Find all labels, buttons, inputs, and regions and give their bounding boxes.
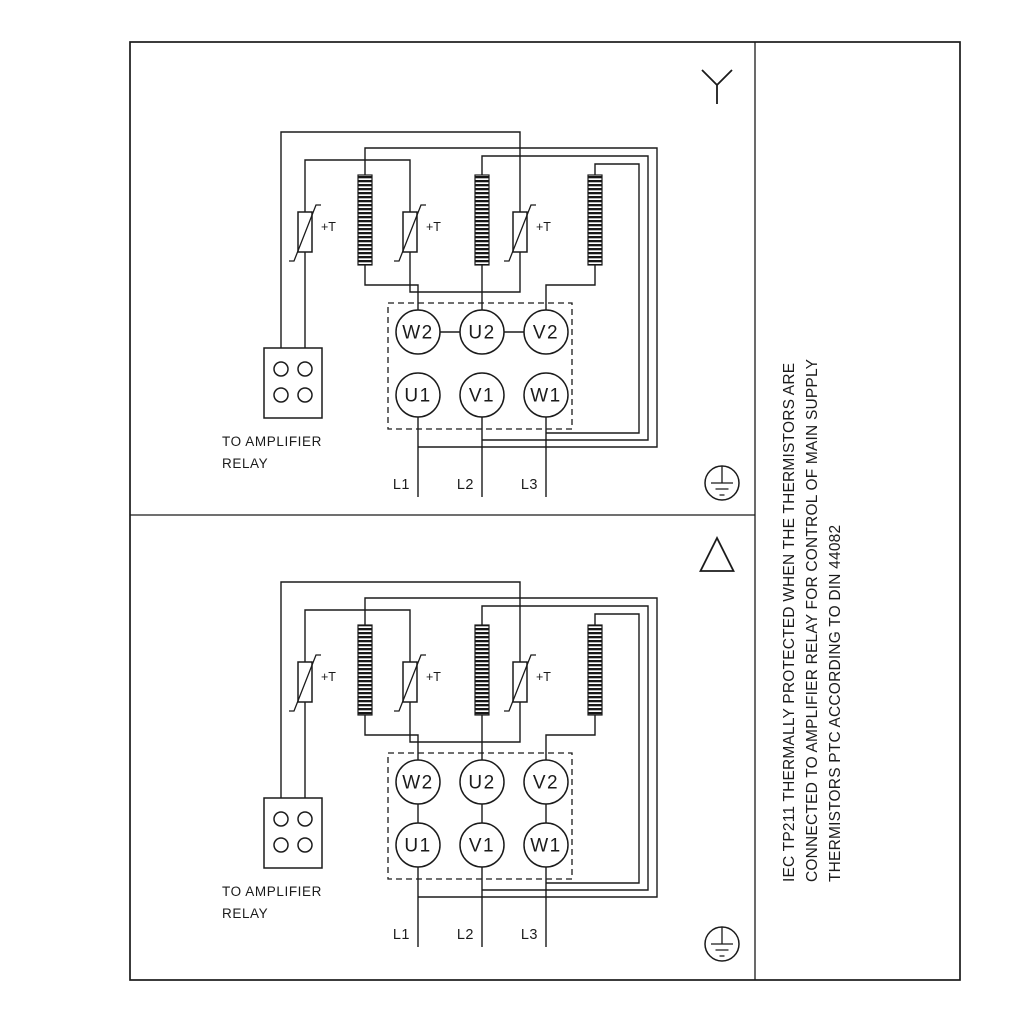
terminal-circle bbox=[395, 372, 441, 418]
thermistor-symbol: +T bbox=[504, 654, 551, 712]
terminal-circle bbox=[459, 759, 505, 805]
phase-label: L2 bbox=[457, 477, 474, 493]
side-note-line1: IEC TP211 THERMALLY PROTECTED WHEN THE T… bbox=[781, 363, 798, 882]
ground-icon bbox=[704, 926, 740, 962]
motor-winding-symbol bbox=[357, 174, 373, 266]
supply-lead-wiring bbox=[417, 867, 547, 947]
terminal-label: U1 bbox=[404, 386, 431, 407]
relay-terminal-circle bbox=[297, 811, 313, 827]
thermistor-label: +T bbox=[536, 670, 551, 684]
side-note-line2: CONNECTED TO AMPLIFIER RELAY FOR CONTROL… bbox=[804, 359, 821, 882]
terminal-label: V2 bbox=[533, 773, 559, 794]
relay-note-line1: TO AMPLIFIER bbox=[222, 884, 322, 899]
winding-terminal-wiring bbox=[364, 147, 658, 448]
amplifier-relay-block bbox=[263, 347, 323, 419]
terminal-label: W2 bbox=[402, 323, 434, 344]
relay-terminal-circle bbox=[297, 837, 313, 853]
panel-delta: +T +T +T W2 U2 V2 U1 V1 W1 bbox=[222, 535, 740, 962]
thermistor-circuit-wiring bbox=[280, 581, 521, 798]
phase-label: L3 bbox=[521, 477, 538, 493]
thermistor-symbol: +T bbox=[394, 204, 441, 262]
phase-label: L1 bbox=[393, 477, 410, 493]
relay-terminal-circle bbox=[297, 361, 313, 377]
star-icon bbox=[701, 69, 733, 104]
relay-note-line1: TO AMPLIFIER bbox=[222, 434, 322, 449]
phase-label: L3 bbox=[521, 927, 538, 943]
thermistor-label: +T bbox=[321, 670, 336, 684]
winding-terminal-wiring bbox=[364, 597, 658, 898]
terminal-label: V1 bbox=[469, 386, 495, 407]
thermistor-symbol: +T bbox=[504, 204, 551, 262]
thermistor-symbol: +T bbox=[394, 654, 441, 712]
relay-terminal-circle bbox=[297, 387, 313, 403]
side-note: IEC TP211 THERMALLY PROTECTED WHEN THE T… bbox=[781, 359, 844, 882]
side-note-line3: THERMISTORS PTC ACCORDING TO DIN 44082 bbox=[827, 525, 844, 882]
terminal-board-outline bbox=[387, 752, 573, 880]
thermistor-label: +T bbox=[536, 220, 551, 234]
relay-terminal-circle bbox=[273, 837, 289, 853]
terminal-circle bbox=[523, 372, 569, 418]
amplifier-relay-block bbox=[263, 797, 323, 869]
terminal-circle bbox=[459, 309, 505, 355]
relay-terminal-circle bbox=[273, 387, 289, 403]
terminal-circle bbox=[395, 309, 441, 355]
thermistor-symbol: +T bbox=[289, 204, 336, 262]
terminal-circle bbox=[523, 822, 569, 868]
relay-terminal-circle bbox=[273, 361, 289, 377]
thermistor-label: +T bbox=[321, 220, 336, 234]
terminal-circle bbox=[395, 822, 441, 868]
terminal-label: V1 bbox=[469, 836, 495, 857]
motor-winding-symbol bbox=[357, 624, 373, 716]
motor-winding-symbol bbox=[587, 174, 603, 266]
motor-winding-symbol bbox=[474, 174, 490, 266]
phase-label: L2 bbox=[457, 927, 474, 943]
panel-star: +T +T +T W2 U2 V2 U1 V1 W1 bbox=[222, 69, 740, 501]
relay-note-line2: RELAY bbox=[222, 456, 268, 471]
delta-icon bbox=[699, 535, 735, 572]
terminal-circle bbox=[523, 759, 569, 805]
motor-winding-symbol bbox=[474, 624, 490, 716]
terminal-label: U1 bbox=[404, 836, 431, 857]
thermistor-label: +T bbox=[426, 670, 441, 684]
terminal-circle bbox=[523, 309, 569, 355]
terminal-label: U2 bbox=[468, 773, 495, 794]
terminal-label: V2 bbox=[533, 323, 559, 344]
terminal-board-outline bbox=[387, 302, 573, 430]
thermistor-symbol: +T bbox=[289, 654, 336, 712]
phase-label: L1 bbox=[393, 927, 410, 943]
terminal-label: W1 bbox=[530, 836, 562, 857]
relay-note-line2: RELAY bbox=[222, 906, 268, 921]
terminal-circle bbox=[459, 822, 505, 868]
supply-lead-wiring bbox=[417, 417, 547, 497]
terminal-circle bbox=[459, 372, 505, 418]
delta-link-wiring bbox=[417, 804, 547, 823]
terminal-circle bbox=[395, 759, 441, 805]
relay-terminal-circle bbox=[273, 811, 289, 827]
ground-icon bbox=[704, 465, 740, 501]
terminal-label: W2 bbox=[402, 773, 434, 794]
motor-winding-symbol bbox=[587, 624, 603, 716]
thermistor-label: +T bbox=[426, 220, 441, 234]
thermistor-circuit-wiring bbox=[280, 131, 521, 348]
terminal-label: W1 bbox=[530, 386, 562, 407]
terminal-label: U2 bbox=[468, 323, 495, 344]
